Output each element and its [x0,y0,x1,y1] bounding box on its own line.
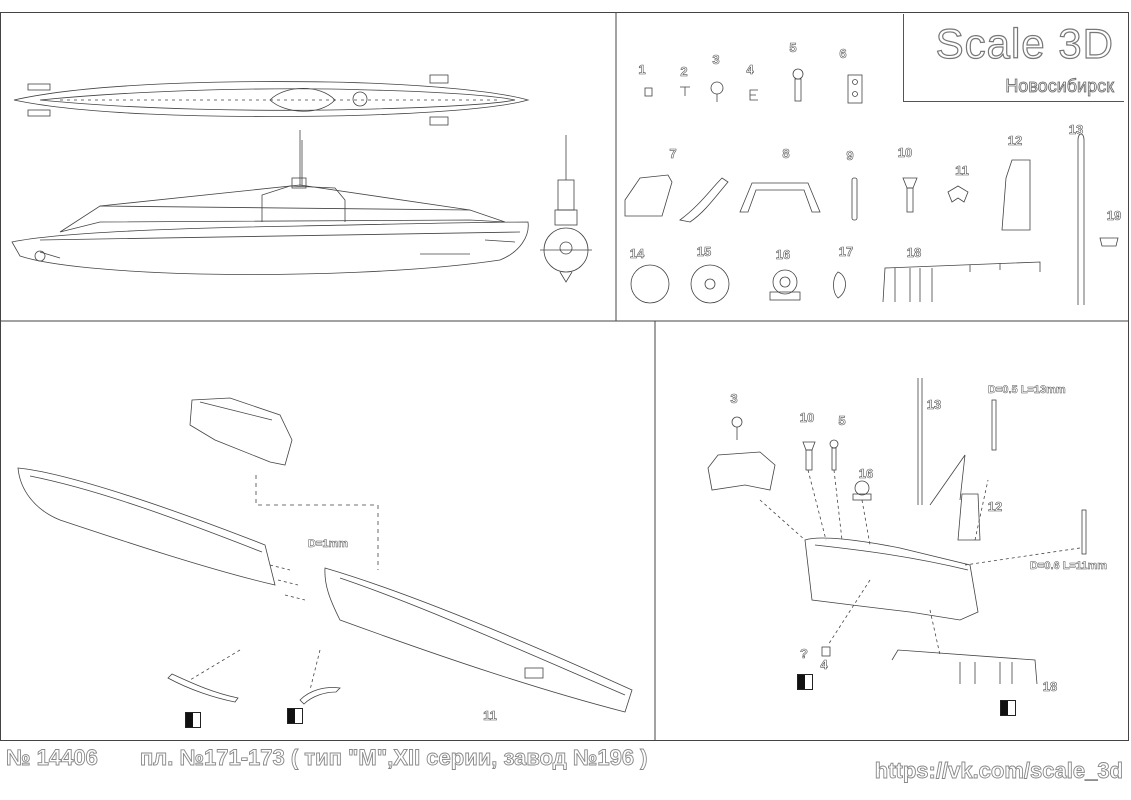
part-callout-13: 13 [926,397,942,413]
part-callout-16: 16 [858,466,874,482]
parts-gallery [624,68,1119,305]
part-number: 14 [629,246,645,262]
part-number: 18 [906,245,922,261]
tower-assembly [707,378,1087,685]
rod-dimension-top: D=0.5 L=13mm [988,384,1066,397]
part-number: 4 [746,62,754,78]
brand-name: Scale 3D [935,19,1114,67]
part-number: 17 [838,244,854,260]
part-number: 1 [638,62,646,78]
part-number: 3 [712,52,720,68]
part-number: 15 [696,244,712,260]
part-callout-4: 4 [820,657,828,673]
glue-icon [185,712,201,728]
part-number: 12 [1007,133,1023,149]
part-callout-12: 12 [987,499,1003,515]
part-number: 16 [775,247,791,263]
part-number: 8 [782,146,790,162]
brand-box: Scale 3D Новосибирск [903,14,1124,102]
submarine-front-view [540,135,592,283]
glue-icon [287,708,303,724]
part-callout-11: 11 [483,708,497,724]
glue-icon [797,674,813,690]
part-number: 10 [897,145,913,161]
part-callout-5: 5 [838,413,846,429]
part-callout-10: 10 [799,410,815,426]
diameter-label: D=1mm [308,538,349,551]
submarine-side-view [11,130,529,275]
glue-icon [1000,700,1016,716]
part-number: 5 [789,40,797,56]
submarine-plan-view [13,74,530,126]
part-callout-18: 18 [1042,679,1058,695]
part-number: 19 [1106,208,1122,224]
part-number: 2 [680,64,688,80]
part-number: 6 [839,46,847,62]
hull-assembly [17,397,633,713]
model-title: пл. №171-173 ( тип "М",XII серии, завод … [140,745,648,771]
part-number: 9 [846,148,854,164]
brand-city: Новосибирск [1005,76,1114,97]
rod-dimension-right: D=0.6 L=11mm [1030,560,1108,573]
part-number: 7 [669,146,677,162]
outer-frame [0,12,1129,741]
part-number: 11 [955,163,969,179]
part-callout-3: 3 [730,391,738,407]
part-number: 13 [1068,122,1084,138]
catalog-number: № 14406 [6,745,99,771]
part-callout-question: ? [800,646,809,662]
website-link[interactable]: https://vk.com/scale_3d [874,758,1123,784]
